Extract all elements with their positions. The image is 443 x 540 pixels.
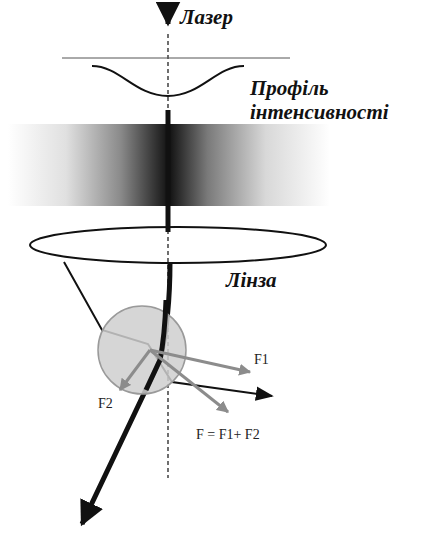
lens-label: Лінза [226,268,277,292]
force-label: F2 [98,396,113,412]
profile-baseline [62,58,290,59]
optical-axis [167,34,168,478]
beam-upper [166,110,171,232]
force-arrow-total [150,350,228,412]
beam-in-ball [146,300,166,390]
lens [30,227,326,263]
profile-label: Профіль інтенсивності [250,76,425,124]
trapped-particle [98,306,186,394]
force-arrow-f2 [120,350,150,390]
beam-lower [82,262,170,524]
laser-label: Лазер [180,5,233,29]
laser-arrow [166,2,171,24]
force-label: F1 [254,352,269,368]
intensity-profile [92,66,244,96]
force-sum-label: F = F1+ F2 [196,427,260,443]
